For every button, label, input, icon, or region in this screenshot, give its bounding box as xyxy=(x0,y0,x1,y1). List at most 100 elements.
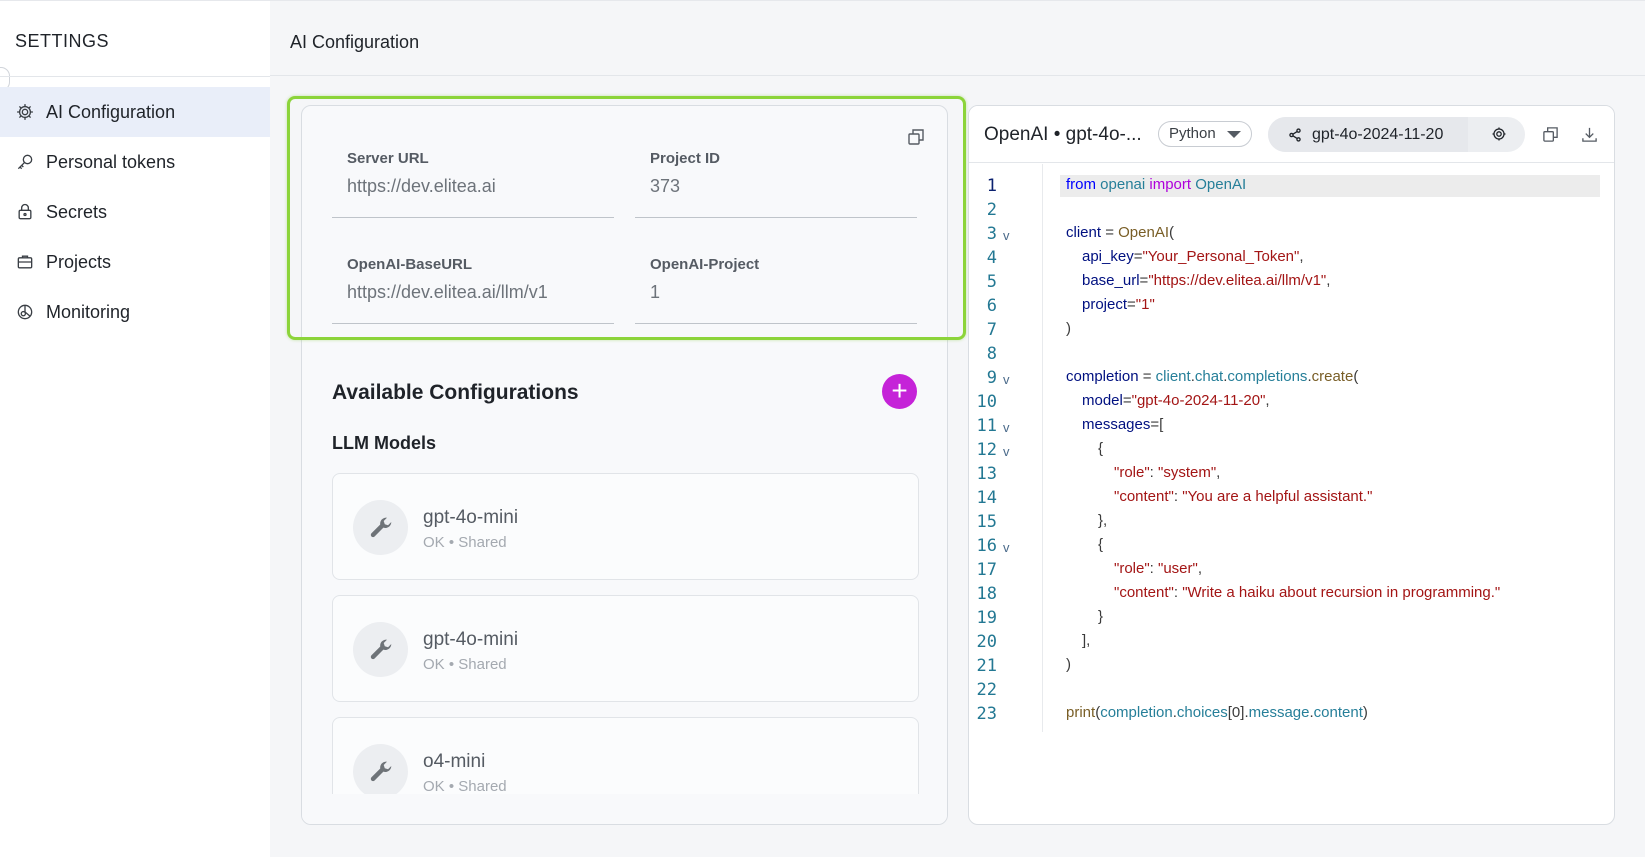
openai-project-field[interactable]: OpenAI-Project 1 xyxy=(635,234,917,324)
field-label: Project ID xyxy=(650,150,721,167)
sidebar-item-personal-tokens[interactable]: Personal tokens xyxy=(0,137,270,187)
configuration-panel: Server URL https://dev.elitea.ai Project… xyxy=(301,105,948,825)
line-number: 4 xyxy=(986,248,997,268)
code-line: 5 base_url="https://dev.elitea.ai/llm/v1… xyxy=(969,270,1614,294)
sidebar-item-label: AI Configuration xyxy=(46,101,176,122)
code-line: 20 ], xyxy=(969,630,1614,654)
code-line: 7 ) xyxy=(969,318,1614,342)
copy-icon[interactable] xyxy=(907,128,925,146)
code-line: 14 "content": "You are a helpful assista… xyxy=(969,486,1614,510)
code-line: 17 "role": "user", xyxy=(969,558,1614,582)
sidebar-nav: AI Configuration Personal tokens Secrets… xyxy=(0,87,270,337)
pie-chart-icon xyxy=(14,301,36,323)
briefcase-icon xyxy=(14,251,36,273)
model-name: gpt-4o-mini xyxy=(423,629,519,650)
lock-icon xyxy=(14,201,36,223)
code-line: 8 xyxy=(969,342,1614,366)
key-icon xyxy=(14,151,36,173)
page-header: AI Configuration xyxy=(270,0,1645,76)
sidebar-item-monitoring[interactable]: Monitoring xyxy=(0,287,270,337)
divider xyxy=(0,76,270,77)
line-number: 7 xyxy=(986,320,997,340)
sidebar-item-label: Secrets xyxy=(46,201,108,222)
caret-down-icon xyxy=(1227,131,1241,138)
scroll-fade xyxy=(302,794,947,824)
server-url-field[interactable]: Server URL https://dev.elitea.ai xyxy=(332,128,614,218)
line-number: 15 xyxy=(976,512,997,532)
model-status: OK • Shared xyxy=(423,778,507,795)
code-line: 16 v { xyxy=(969,534,1614,558)
code-line: 1 from openai import OpenAI xyxy=(969,174,1614,198)
field-label: OpenAI-Project xyxy=(650,256,760,273)
line-number: 8 xyxy=(986,344,997,364)
model-status: OK • Shared xyxy=(423,656,507,673)
code-line: 2 xyxy=(969,198,1614,222)
sidebar-item-label: Monitoring xyxy=(46,301,131,322)
add-configuration-button[interactable]: + xyxy=(882,374,917,409)
model-name: gpt-4o-mini xyxy=(423,507,519,528)
code-panel: OpenAI • gpt-4o-... Python gpt-4o-2024-1… xyxy=(968,105,1615,825)
model-card[interactable]: gpt-4o-mini OK • Shared xyxy=(332,473,919,580)
line-number: 19 xyxy=(976,608,997,628)
code-line: 9 v completion = client.chat.completions… xyxy=(969,366,1614,390)
fold-icon[interactable]: v xyxy=(1003,420,1010,435)
line-number: 23 xyxy=(976,704,997,724)
fold-icon[interactable]: v xyxy=(1003,228,1010,243)
sidebar-item-ai-configuration[interactable]: AI Configuration xyxy=(0,87,270,137)
section-title: Available Configurations xyxy=(332,381,579,404)
subsection-title: LLM Models xyxy=(332,433,436,453)
line-number: 1 xyxy=(986,176,997,196)
openai-base-url-field[interactable]: OpenAI-BaseURL https://dev.elitea.ai/llm… xyxy=(332,234,614,324)
model-card[interactable]: gpt-4o-mini OK • Shared xyxy=(332,595,919,702)
field-value: https://dev.elitea.ai/llm/v1 xyxy=(347,282,548,302)
field-label: OpenAI-BaseURL xyxy=(347,256,473,273)
field-value: 373 xyxy=(650,176,681,196)
project-id-field[interactable]: Project ID 373 xyxy=(635,128,917,218)
code-line: 4 api_key="Your_Personal_Token", xyxy=(969,246,1614,270)
code-line: 23 print(completion.choices[0].message.c… xyxy=(969,702,1614,726)
language-select[interactable]: Python xyxy=(1158,121,1252,147)
fold-icon[interactable]: v xyxy=(1003,372,1010,387)
page-title: AI Configuration xyxy=(290,32,420,52)
line-number: 18 xyxy=(976,584,997,604)
model-name: o4-mini xyxy=(423,751,486,772)
sidebar: SETTINGS AI Configuration Personal token… xyxy=(0,0,270,857)
field-label: Server URL xyxy=(347,150,429,167)
line-number: 16 xyxy=(976,536,997,556)
field-value: 1 xyxy=(650,282,661,302)
sidebar-item-secrets[interactable]: Secrets xyxy=(0,187,270,237)
model-value: gpt-4o-2024-11-20 xyxy=(1312,125,1444,143)
line-number: 17 xyxy=(976,560,997,580)
model-status: OK • Shared xyxy=(423,534,507,551)
sidebar-title: SETTINGS xyxy=(15,31,110,51)
fold-icon[interactable]: v xyxy=(1003,444,1010,459)
line-number: 6 xyxy=(986,296,997,316)
line-number: 22 xyxy=(976,680,997,700)
share-icon xyxy=(1289,127,1301,142)
line-number: 5 xyxy=(986,272,997,292)
sidebar-item-projects[interactable]: Projects xyxy=(0,237,270,287)
line-number: 13 xyxy=(976,464,997,484)
sidebar-item-label: Projects xyxy=(46,251,112,272)
sidebar-item-label: Personal tokens xyxy=(46,151,176,172)
code-line: 10 model="gpt-4o-2024-11-20", xyxy=(969,390,1614,414)
download-icon[interactable] xyxy=(1581,126,1598,143)
copy-icon[interactable] xyxy=(1542,126,1559,143)
code-editor[interactable]: 1 from openai import OpenAI 2 3 v client… xyxy=(969,164,1614,824)
line-number: 11 xyxy=(976,416,997,436)
code-line: 18 "content": "Write a haiku about recur… xyxy=(969,582,1614,606)
line-number: 14 xyxy=(976,488,997,508)
code-line: 12 v { xyxy=(969,438,1614,462)
line-number: 12 xyxy=(976,440,997,460)
code-line: 15 }, xyxy=(969,510,1614,534)
line-number: 21 xyxy=(976,656,997,676)
model-share-button[interactable]: gpt-4o-2024-11-20 xyxy=(1268,117,1468,152)
wrench-icon xyxy=(353,744,408,799)
code-line: 6 project="1" xyxy=(969,294,1614,318)
model-selector[interactable]: gpt-4o-2024-11-20 xyxy=(1268,117,1525,152)
settings-icon[interactable] xyxy=(1491,126,1507,142)
fold-icon[interactable]: v xyxy=(1003,540,1010,555)
language-value: Python xyxy=(1169,125,1216,142)
line-number: 10 xyxy=(976,392,997,412)
code-line: 19 } xyxy=(969,606,1614,630)
